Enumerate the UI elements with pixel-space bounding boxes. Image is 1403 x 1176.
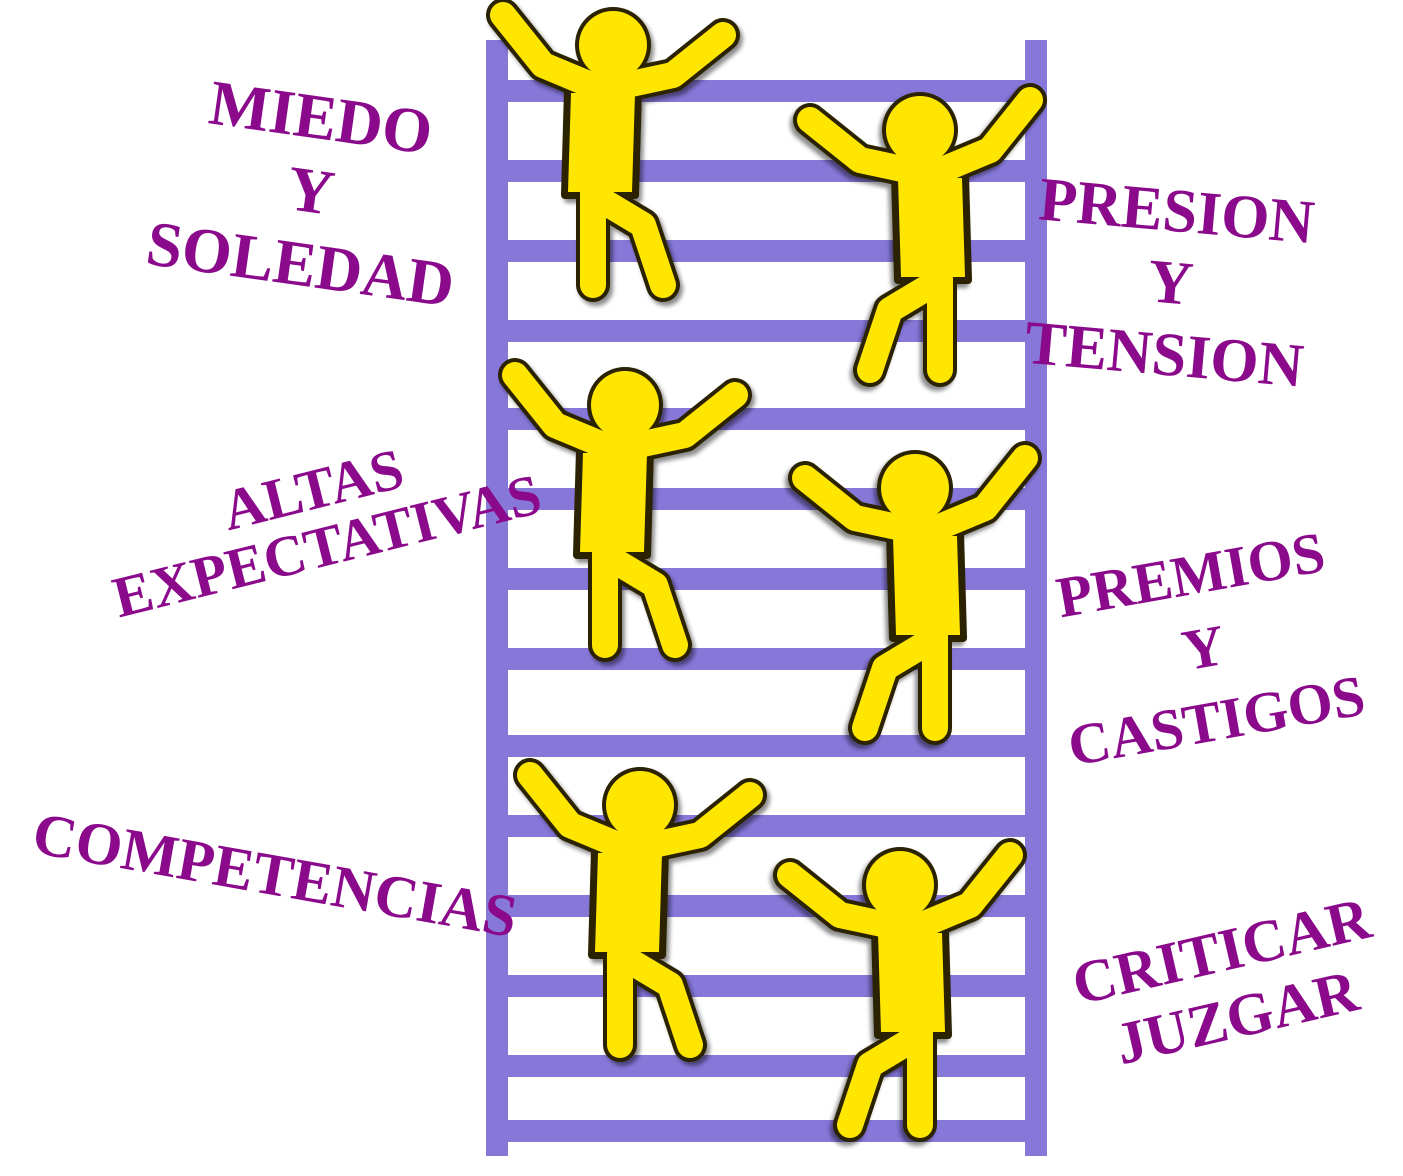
ladder-rung (486, 320, 1047, 342)
stick-figure-climber-icon (788, 441, 1042, 745)
stick-figure-climber-icon (498, 358, 752, 662)
stick-figure-climber-icon (793, 83, 1047, 387)
stick-figure-climber-icon (486, 0, 740, 302)
stick-figure-climber-icon (773, 838, 1027, 1142)
label-presion-y-tension: PRESION Y TENSION (1011, 165, 1329, 408)
ladder-rung (486, 735, 1047, 757)
climbers-group (486, 0, 1047, 1142)
label-miedo-y-soledad: MIEDO Y SOLEDAD (136, 64, 484, 328)
ladder-rung (486, 1120, 1047, 1142)
ladder-rung (486, 975, 1047, 997)
label-presion-line3: TENSION (1022, 308, 1307, 401)
ladder-left-rail (486, 40, 508, 1156)
ladder-right-rail (1025, 40, 1047, 1156)
stick-figure-climber-icon (513, 758, 767, 1062)
ladder-rung (486, 648, 1047, 670)
ladder-rung (486, 1055, 1047, 1077)
